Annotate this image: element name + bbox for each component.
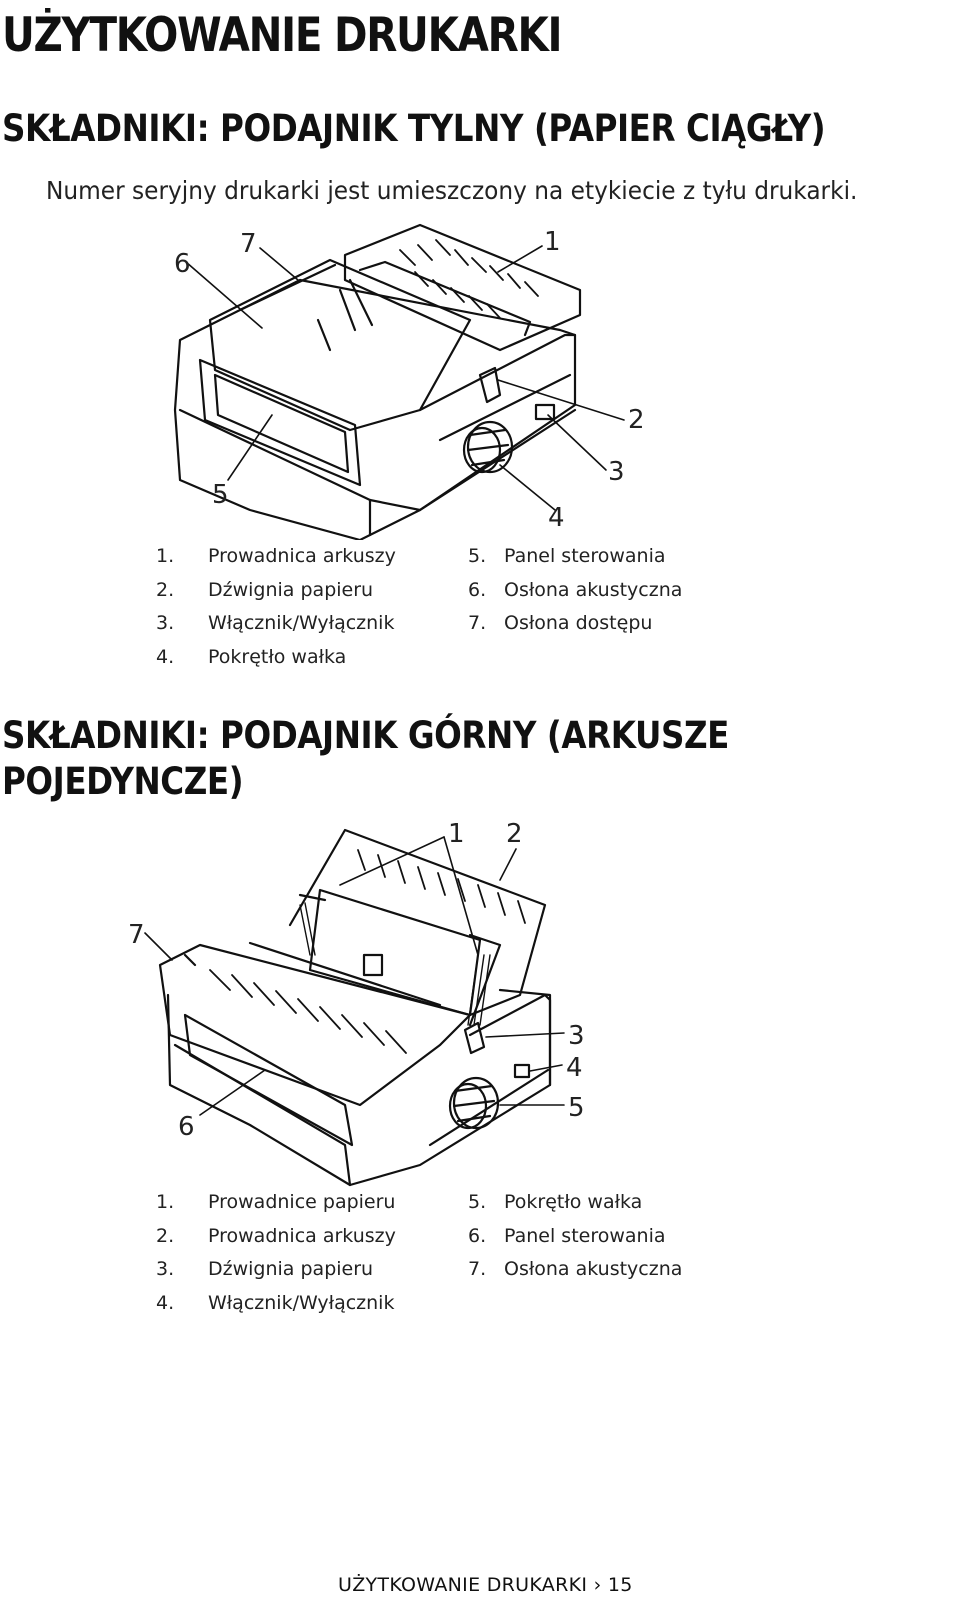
footer-section: UŻYTKOWANIE DRUKARKI (338, 1574, 588, 1596)
callout-2: 2 (628, 405, 645, 435)
section-heading-rear-feed: SKŁADNIKI: PODAJNIK TYLNY (PAPIER CIĄGŁY… (2, 107, 826, 150)
legend-item: 3.Dźwignia papieru (156, 1258, 374, 1280)
legend-item: 5.Panel sterowania (468, 545, 666, 567)
page-footer: UŻYTKOWANIE DRUKARKI › 15 (338, 1574, 633, 1596)
callout-6: 6 (174, 249, 191, 279)
callout-3: 3 (568, 1021, 585, 1051)
legend-item: 1.Prowadnice papieru (156, 1191, 396, 1213)
callout-7: 7 (128, 920, 145, 950)
legend-item: 7.Osłona dostępu (468, 612, 653, 634)
callout-7: 7 (240, 229, 257, 259)
footer-separator: › (593, 1574, 602, 1596)
legend-item: 2.Prowadnica arkuszy (156, 1224, 396, 1247)
section-heading-top-feed: SKŁADNIKI: PODAJNIK GÓRNY (ARKUSZE POJED… (2, 714, 729, 803)
legend-item: 3.Włącznik/Wyłącznik (156, 612, 395, 634)
callout-4: 4 (548, 503, 565, 533)
callout-1: 1 (544, 227, 561, 257)
legend-item: 4.Pokrętło wałka (156, 645, 347, 668)
legend-item: 6.Osłona akustyczna (468, 578, 683, 601)
legend-top-feed-left: 1.Prowadnice papieru 2.Prowadnica arkusz… (156, 1186, 396, 1320)
callout-5: 5 (212, 480, 229, 510)
callout-6: 6 (178, 1112, 195, 1142)
legend-rear-feed-left: 1.Prowadnica arkuszy 2.Dźwignia papieru … (156, 540, 396, 674)
callout-3: 3 (608, 457, 625, 487)
legend-rear-feed-right: 5.Panel sterowania 6.Osłona akustyczna 7… (468, 540, 682, 641)
legend-item: 7.Osłona akustyczna (468, 1258, 683, 1280)
page-number: 15 (607, 1574, 633, 1596)
legend-top-feed-right: 5.Pokrętło wałka 6.Panel sterowania 7.Os… (468, 1186, 682, 1287)
callout-4: 4 (566, 1053, 583, 1083)
legend-item: 2.Dźwignia papieru (156, 578, 374, 601)
callout-2: 2 (506, 819, 523, 849)
legend-item: 6.Panel sterowania (468, 1224, 666, 1247)
callout-1: 1 (448, 819, 465, 849)
printer-rear-feed-illustration: 6 7 1 2 3 4 5 (173, 223, 645, 540)
legend-item: 1.Prowadnica arkuszy (156, 545, 396, 567)
printer-top-feed-illustration: 1 2 3 4 5 6 7 (128, 819, 585, 1187)
callout-5: 5 (568, 1093, 585, 1123)
legend-item: 5.Pokrętło wałka (468, 1191, 643, 1213)
page-title: UŻYTKOWANIE DRUKARKI (2, 8, 563, 63)
serial-number-note: Numer seryjny drukarki jest umieszczony … (46, 176, 858, 205)
legend-item: 4.Włącznik/Wyłącznik (156, 1291, 395, 1314)
